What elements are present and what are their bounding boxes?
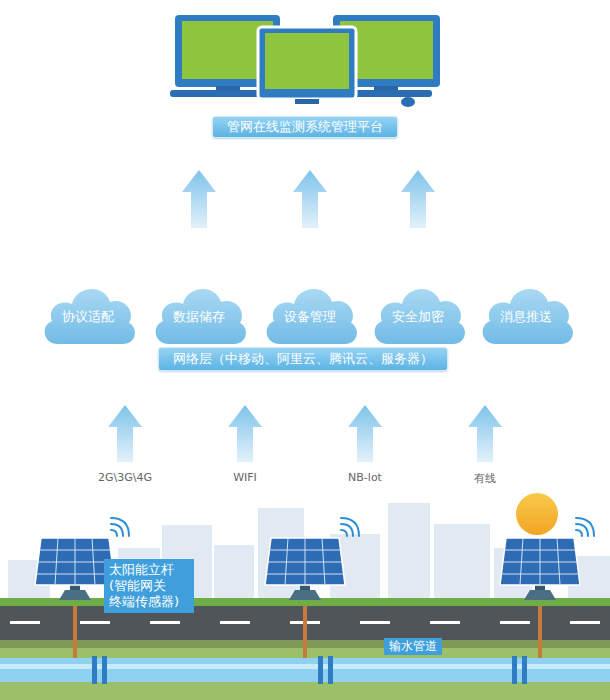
joint (318, 656, 323, 684)
cloud-node: 消息推送 (476, 272, 576, 348)
water-pipe (0, 658, 610, 682)
link-label: 有线 (474, 471, 496, 486)
feed-line (303, 606, 307, 658)
solar-pole (265, 518, 359, 600)
pole-feeds (73, 606, 542, 658)
dash (570, 621, 600, 624)
node-text: 设备管理 (284, 308, 336, 326)
node-text: 网络层（中移动、阿里云、腾讯云、服务器） (173, 350, 433, 368)
dash (500, 621, 530, 624)
node-text: 太阳能立杆 (智能网关 终端传感器) (109, 562, 189, 610)
mouse (401, 97, 415, 107)
cloud-outline (375, 289, 465, 344)
building (388, 503, 430, 600)
node-text: 安全加密 (392, 308, 444, 326)
pipe-highlight (0, 664, 610, 669)
dash (360, 621, 390, 624)
link-arrows (108, 405, 502, 462)
joint (512, 656, 517, 684)
joint (522, 656, 527, 684)
cloud-node: 设备管理 (260, 272, 360, 348)
up-arrow (228, 405, 262, 462)
dash (430, 621, 460, 624)
network-bar: 网络层（中移动、阿里云、腾讯云、服务器） (158, 347, 448, 371)
up-arrow (182, 170, 216, 228)
cloud-outline (45, 289, 135, 344)
cloud-node: 数据储存 (149, 272, 249, 348)
sun (516, 493, 558, 535)
cloud-outline (156, 289, 246, 344)
cloud-node: 协议适配 (38, 272, 138, 348)
building (214, 545, 254, 600)
node-text: 协议适配 (62, 308, 114, 326)
up-arrow (348, 405, 382, 462)
link-label: WIFI (233, 471, 257, 484)
cloud-outline (267, 289, 357, 344)
monitor-frame (258, 27, 356, 99)
monitor-screen (265, 33, 349, 89)
pole-label: 太阳能立杆 (智能网关 终端传感器) (104, 559, 194, 613)
joint (102, 656, 107, 684)
joint (328, 656, 333, 684)
up-arrow (108, 405, 142, 462)
link-label: NB-lot (348, 471, 382, 484)
cloud-node: 安全加密 (368, 272, 468, 348)
monitors (170, 15, 440, 107)
mouse-cord (400, 95, 408, 98)
pipe-joints (92, 656, 527, 684)
dash (10, 621, 40, 624)
up-arrow (468, 405, 502, 462)
monitor-stand (295, 99, 319, 104)
dash (220, 621, 250, 624)
node-text: 管网在线监测系统管理平台 (227, 118, 383, 136)
node-text: 输水管道 (389, 639, 437, 654)
dash (150, 621, 180, 624)
joint (92, 656, 97, 684)
up-arrow (293, 170, 327, 228)
node-text: 消息推送 (500, 308, 552, 326)
node-text: 数据储存 (173, 308, 225, 326)
feed-line (538, 606, 542, 658)
feed-line (73, 606, 77, 658)
dash (80, 621, 110, 624)
platform-bar: 管网在线监测系统管理平台 (212, 116, 398, 138)
building (434, 524, 490, 600)
up-arrow (401, 170, 435, 228)
link-label: 2G\3G\4G (98, 471, 152, 484)
cloud-outline (483, 289, 573, 344)
pipe-label: 输水管道 (384, 638, 442, 655)
solar-pole (500, 518, 594, 600)
